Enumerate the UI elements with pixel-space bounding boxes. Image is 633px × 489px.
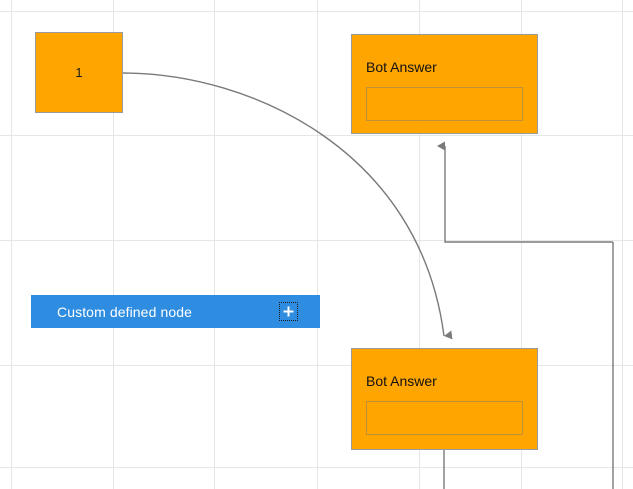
start-node-label: 1 <box>75 65 83 80</box>
bot-answer-title: Bot Answer <box>366 59 437 75</box>
plus-icon[interactable] <box>279 302 298 321</box>
start-node[interactable]: 1 <box>35 32 123 113</box>
bot-answer-slot[interactable] <box>366 401 523 435</box>
custom-defined-node-bar[interactable]: Custom defined node <box>31 295 320 328</box>
bot-answer-node-top[interactable]: Bot Answer <box>351 34 538 134</box>
bot-answer-node-bottom[interactable]: Bot Answer <box>351 348 538 450</box>
elbow-edge-to-bot-answer-top <box>437 141 613 243</box>
bot-answer-slot[interactable] <box>366 87 523 121</box>
custom-defined-node-label: Custom defined node <box>57 303 192 320</box>
bot-answer-title: Bot Answer <box>366 373 437 389</box>
